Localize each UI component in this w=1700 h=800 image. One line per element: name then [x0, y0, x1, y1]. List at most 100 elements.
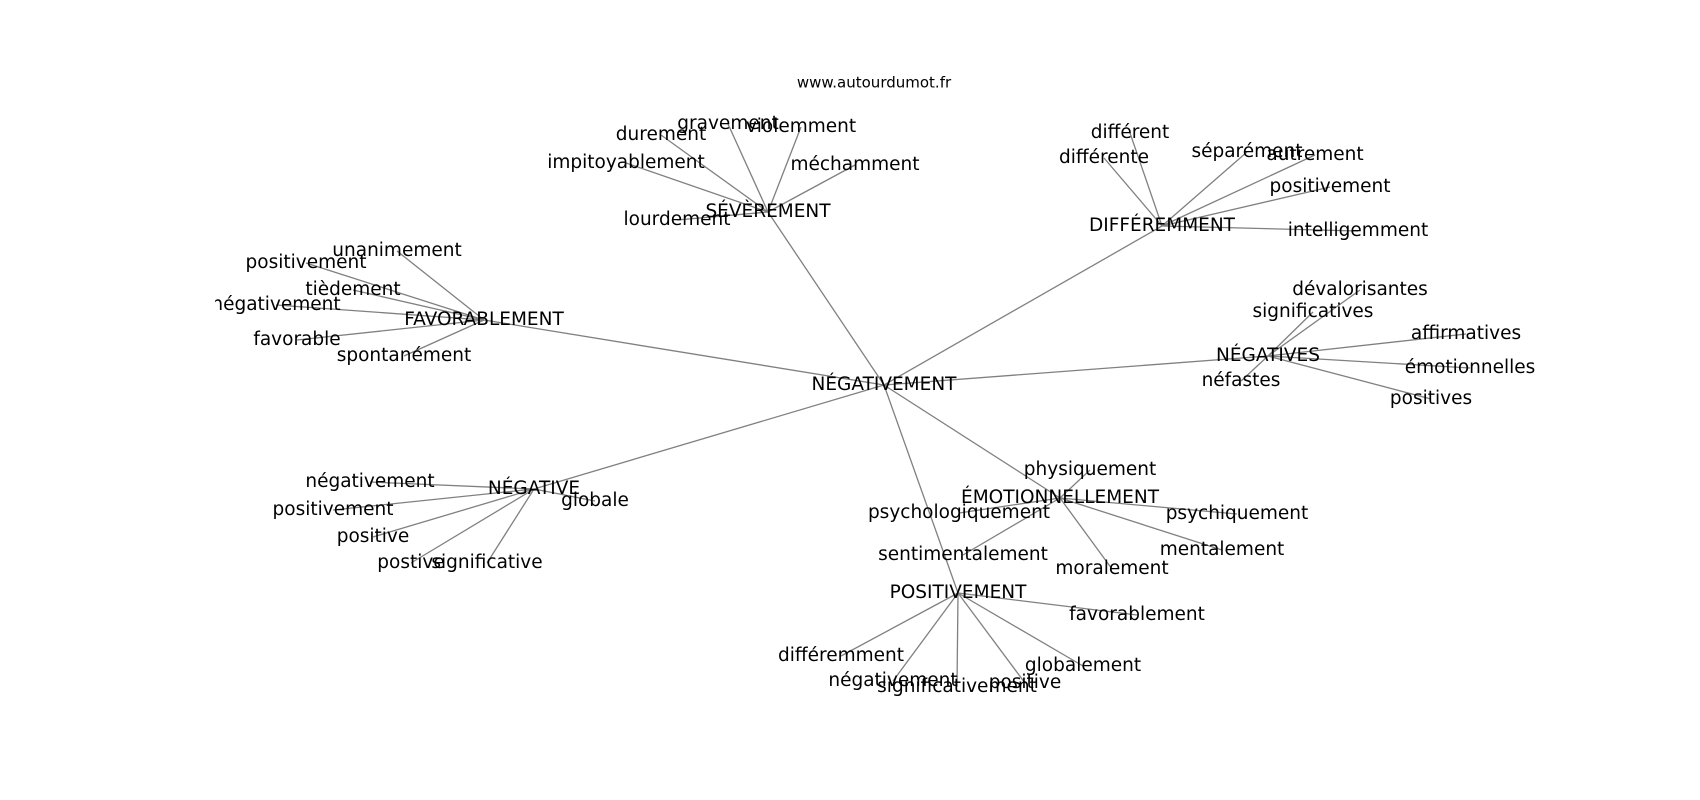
edge-hub-to-leaf: [840, 592, 959, 657]
leaf-node-label: globale: [561, 490, 629, 511]
leaf-node-label: différent: [1091, 122, 1170, 143]
edge-hub-to-leaf: [767, 126, 802, 213]
leaf-node-label: tièdement: [305, 279, 400, 300]
edge-hub-to-leaf: [369, 481, 535, 490]
edge-hub-to-leaf: [957, 592, 1138, 616]
leaf-node-label: néfastes: [1202, 370, 1281, 391]
edge-hub-to-leaf: [396, 250, 485, 321]
edge-hub-to-leaf: [727, 123, 769, 213]
leaf-node-label: favorable: [253, 329, 340, 350]
leaf-node-label: gravement: [677, 113, 778, 134]
edge-hub-to-leaf: [403, 319, 485, 357]
leaf-node-label: mentalement: [1160, 539, 1285, 560]
leaf-node-label: lourdement: [624, 209, 731, 230]
edge-hub-to-leaf: [767, 164, 856, 213]
edge-hub-to-leaf: [1267, 289, 1361, 357]
edge-hub-to-leaf: [1161, 154, 1316, 227]
edge-center-to-hub: [883, 384, 1061, 499]
edge-hub-to-leaf: [372, 488, 535, 538]
leaf-node-label: positive: [337, 526, 410, 547]
leaf-node-label: négativement: [305, 471, 434, 492]
edge-hub-to-leaf: [1059, 497, 1238, 515]
edge-hub-to-leaf: [296, 319, 485, 341]
edge-hub-to-leaf: [1267, 355, 1471, 369]
edge-hub-to-leaf: [1267, 311, 1314, 357]
edge-hub-to-leaf: [1240, 355, 1269, 382]
leaf-node-label: globalement: [1025, 655, 1141, 676]
leaf-node-label: spontanément: [337, 345, 472, 366]
leaf-node-label: autrement: [1266, 144, 1363, 165]
hub-node-label: NÉGATIVE: [488, 477, 580, 499]
leaf-node-label: postive: [377, 552, 444, 573]
edge-hub-to-leaf: [957, 592, 1084, 667]
edge-hub-to-leaf: [625, 162, 769, 213]
leaf-node-label: différemment: [778, 645, 904, 666]
edge-hub-to-leaf: [956, 592, 959, 688]
leaf-node-label: psychiquement: [1166, 503, 1309, 524]
edge-hub-to-leaf: [275, 304, 485, 321]
center-node-label: NÉGATIVEMENT: [812, 373, 958, 395]
leaf-node-label: favorablement: [1069, 604, 1205, 625]
edge-hub-to-leaf: [1129, 132, 1163, 227]
edge-center-to-hub: [883, 355, 1269, 386]
hub-node-label: NÉGATIVES: [1216, 344, 1320, 366]
edge-hub-to-leaf: [957, 592, 1026, 684]
hub-node-label: FAVORABLEMENT: [404, 309, 564, 330]
leaf-node-label: négativement: [828, 670, 957, 691]
graph-labels: NÉGATIVEMENT SÉVÈREMENT gravementviolemmen…: [211, 113, 1536, 697]
edge-center-to-hub: [883, 384, 959, 594]
leaf-node-label: positivement: [273, 499, 394, 520]
leaf-node-label: physiquement: [1024, 459, 1156, 480]
edge-hub-to-leaf: [1059, 469, 1091, 499]
leaf-node-label: émotionnelles: [1405, 357, 1536, 378]
edge-hub-to-leaf: [958, 497, 1061, 514]
edge-center-to-hub: [483, 319, 885, 386]
edge-hub-to-leaf: [1161, 151, 1248, 227]
edge-hub-to-leaf: [410, 488, 535, 564]
edge-hub-to-leaf: [332, 488, 535, 511]
edge-hub-to-leaf: [486, 488, 535, 564]
edge-hub-to-leaf: [892, 592, 959, 682]
edge-hub-to-leaf: [305, 262, 485, 321]
hub-node-label: SÉVÈREMENT: [705, 200, 831, 222]
edge-hub-to-leaf: [533, 488, 596, 502]
leaf-node-label: négativement: [211, 294, 340, 315]
hub-node-label: ÉMOTIONNELLEMENT: [961, 486, 1160, 508]
edge-center-to-hub: [883, 225, 1163, 386]
leaf-node-label: psychologiquement: [868, 502, 1050, 523]
edge-hub-to-leaf: [1161, 186, 1331, 227]
edge-center-to-hub: [767, 211, 885, 386]
graph-edges: [275, 123, 1471, 688]
edge-hub-to-leaf: [352, 289, 485, 321]
leaf-node-label: intelligemment: [1288, 220, 1428, 241]
edge-hub-to-leaf: [1103, 157, 1163, 227]
watermark: www.autourdumot.fr: [797, 74, 952, 92]
leaf-node-label: sentimentalement: [878, 544, 1048, 565]
leaf-node-label: significativement: [877, 676, 1037, 697]
leaf-node-label: dévalorisantes: [1292, 279, 1428, 300]
leaf-node-label: violemment: [746, 116, 856, 137]
hub-node-label: DIFFÉREMMENT: [1089, 214, 1236, 236]
leaf-node-label: moralement: [1055, 558, 1168, 579]
leaf-node-label: unanimement: [332, 240, 461, 261]
leaf-node-label: significatives: [1253, 301, 1374, 322]
edge-hub-to-leaf: [1267, 333, 1467, 357]
leaf-node-label: durement: [616, 124, 706, 145]
leaf-node-label: affirmatives: [1411, 323, 1521, 344]
edge-hub-to-leaf: [676, 211, 769, 221]
leaf-node-label: méchamment: [790, 154, 919, 175]
edge-hub-to-leaf: [1059, 497, 1113, 570]
edge-hub-to-leaf: [660, 134, 769, 213]
edge-hub-to-leaf: [1059, 497, 1223, 551]
leaf-node-label: positives: [1390, 388, 1472, 409]
edge-center-to-hub: [533, 384, 885, 490]
hub-node-label: POSITIVEMENT: [890, 582, 1028, 603]
edge-hub-to-leaf: [1161, 225, 1359, 232]
leaf-node-label: impitoyablement: [547, 152, 705, 173]
leaf-node-label: positivement: [1270, 176, 1391, 197]
leaf-node-label: positivement: [246, 252, 367, 273]
leaf-node-label: significative: [431, 552, 542, 573]
leaf-node-label: positive: [989, 672, 1062, 693]
leaf-node-label: séparément: [1191, 141, 1302, 162]
